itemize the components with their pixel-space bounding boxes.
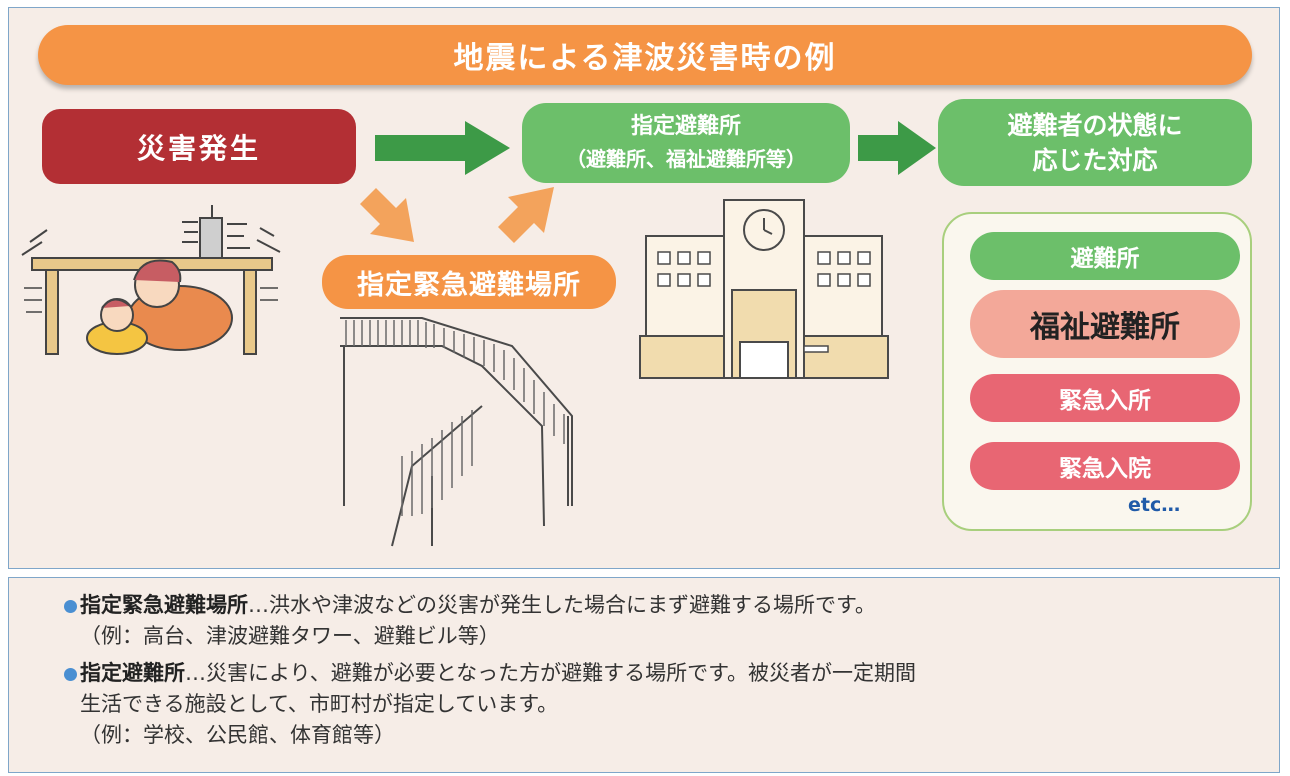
notes-list: 指定緊急避難場所…洪水や津波などの災害が発生した場合にまず避難する場所です。 （… (64, 590, 1260, 751)
shelter-label: 指定避難所 (630, 114, 741, 139)
etc-label: etc… (1128, 494, 1181, 516)
note-term: 指定緊急避難場所 (80, 593, 248, 617)
note-item: 指定緊急避難場所…洪水や津波などの災害が発生した場合にまず避難する場所です。 (64, 590, 1260, 621)
response-box: 避難者の状態に 応じた対応 (938, 99, 1252, 186)
diagram-title: 地震による津波災害時の例 (38, 25, 1252, 85)
response-label-1: 避難者の状態に (1007, 110, 1183, 140)
option-emergency-hospitalization: 緊急入院 (970, 442, 1240, 490)
shelter-sublabel: （避難所、福祉避難所等） (566, 147, 806, 171)
arrow-right-icon (858, 121, 936, 175)
note-term: 指定避難所 (80, 661, 185, 685)
disaster-box: 災害発生 (42, 109, 356, 184)
arrow-down-right-icon (360, 188, 414, 242)
arrow-up-right-icon (498, 187, 554, 243)
note-item: 指定避難所…災害により、避難が必要となった方が避難する場所です。被災者が一定期間 (64, 658, 1260, 689)
earthquake-shelter-illustration (21, 205, 281, 355)
note-example: （例：学校、公民館、体育館等） (80, 723, 395, 747)
school-building-illustration (639, 199, 889, 379)
bullet-dot-icon (64, 600, 77, 613)
bullet-dot-icon (64, 668, 77, 681)
option-shelter: 避難所 (970, 232, 1240, 280)
arrow-right-icon (375, 121, 510, 175)
note-text: …洪水や津波などの災害が発生した場合にまず避難する場所です。 (248, 593, 876, 617)
note-continuation: 生活できる施設として、市町村が指定しています。 (80, 692, 559, 716)
response-label-2: 応じた対応 (1032, 145, 1158, 175)
note-text: …災害により、避難が必要となった方が避難する場所です。被災者が一定期間 (185, 661, 917, 685)
designated-shelter-box: 指定避難所 （避難所、福祉避難所等） (522, 103, 850, 183)
emergency-site-box: 指定緊急避難場所 (322, 255, 616, 309)
notes-panel (8, 577, 1280, 773)
option-welfare-shelter: 福祉避難所 (970, 290, 1240, 358)
option-emergency-admission: 緊急入所 (970, 374, 1240, 422)
evacuation-stairs-illustration (340, 317, 573, 547)
note-example: （例：高台、津波避難タワー、避難ビル等） (80, 624, 500, 648)
